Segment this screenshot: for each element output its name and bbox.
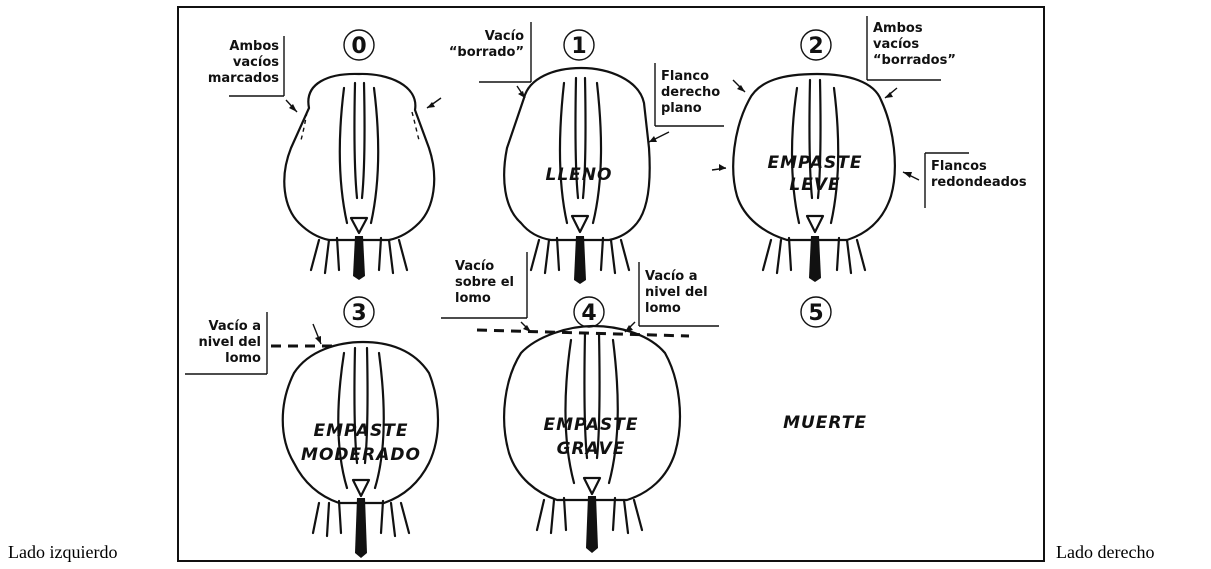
stage-0-number: 0 xyxy=(351,34,366,59)
stage-0-note-line-1: Ambos xyxy=(229,39,279,54)
stage-3-note-line-1: Vacío a xyxy=(208,319,261,334)
stage-2-side-note-line-1: Flancos xyxy=(931,159,987,174)
stage-4-left-note-line-1: Vacío xyxy=(455,259,494,274)
cow-rear-view-icon xyxy=(284,74,434,280)
right-side-label: Lado derecho xyxy=(1056,542,1154,563)
diagram-canvas: 0 Ambos vacíos marcados 1 xyxy=(179,8,1043,560)
stage-1-side-note-line-2: derecho xyxy=(661,85,720,100)
stage-2-label-line-2: LEVE xyxy=(789,175,840,195)
stage-2-number: 2 xyxy=(808,34,823,59)
stage-4: 4 Vacío sobre el lomo Vacío a nivel del … xyxy=(441,252,719,553)
stage-1-top-note-line-2: “borrado” xyxy=(449,45,524,60)
stage-0-annotation-box: Ambos vacíos marcados xyxy=(208,36,284,96)
stage-3-annotation-box: Vacío a nivel del lomo xyxy=(185,312,267,374)
stage-1-side-note-line-3: plano xyxy=(661,101,702,116)
left-side-label: Lado izquierdo xyxy=(8,542,117,563)
stage-4-right-note-line-2: nivel del xyxy=(645,285,708,300)
stage-3-note-line-2: nivel del xyxy=(198,335,261,350)
stage-4-right-note-line-3: lomo xyxy=(645,301,681,316)
stage-4-left-note-line-2: sobre el xyxy=(455,275,514,290)
stage-4-label-line-2: GRAVE xyxy=(557,439,626,459)
stage-2-top-note-line-2: vacíos xyxy=(873,37,919,52)
stage-3-label-line-2: MODERADO xyxy=(301,445,421,465)
stage-3-label-line-1: EMPASTE xyxy=(313,421,408,441)
bloat-stages-diagram: 0 Ambos vacíos marcados 1 xyxy=(177,6,1045,562)
stage-1-top-note-line-1: Vacío xyxy=(485,29,524,44)
stage-5-number: 5 xyxy=(808,301,823,326)
stage-0-note-line-3: marcados xyxy=(208,71,279,86)
stage-2-top-annotation-box: Ambos vacíos “borrados” xyxy=(867,16,956,80)
stage-2-top-note-line-3: “borrados” xyxy=(873,53,956,68)
stage-2-side-annotation-box: Flancos redondeados xyxy=(925,153,1027,208)
stage-0-note-line-2: vacíos xyxy=(233,55,279,70)
stage-3: 3 Vacío a nivel del lomo EMPASTE MODERAD… xyxy=(185,297,438,558)
stage-1-number: 1 xyxy=(571,34,586,59)
stage-1-top-annotation-box: Vacío “borrado” xyxy=(449,22,531,82)
stage-1: 1 Vacío “borrado” Flanco derecho plano xyxy=(449,22,724,284)
stage-3-number: 3 xyxy=(351,301,366,326)
stage-2: 2 Ambos vacíos “borrados” Flancos redond… xyxy=(712,16,1027,282)
stage-5: 5 MUERTE xyxy=(783,297,867,433)
stage-1-label: LLENO xyxy=(546,165,613,185)
stage-5-label: MUERTE xyxy=(783,413,867,433)
back-level-dashed-line xyxy=(477,330,689,336)
stage-4-right-note-line-1: Vacío a xyxy=(645,269,698,284)
stage-4-left-note-line-3: lomo xyxy=(455,291,491,306)
stage-4-right-annotation-box: Vacío a nivel del lomo xyxy=(639,262,719,326)
stage-2-label-line-1: EMPASTE xyxy=(767,153,862,173)
stage-4-left-annotation-box: Vacío sobre el lomo xyxy=(441,252,527,318)
stage-1-side-note-line-1: Flanco xyxy=(661,69,709,84)
stage-0: 0 Ambos vacíos marcados xyxy=(208,30,441,280)
stage-2-side-note-line-2: redondeados xyxy=(931,175,1027,190)
stage-4-label-line-1: EMPASTE xyxy=(543,415,638,435)
stage-2-top-note-line-1: Ambos xyxy=(873,21,923,36)
stage-3-note-line-3: lomo xyxy=(225,351,261,366)
stage-1-side-annotation-box: Flanco derecho plano xyxy=(655,63,724,126)
stage-4-number: 4 xyxy=(581,301,596,326)
